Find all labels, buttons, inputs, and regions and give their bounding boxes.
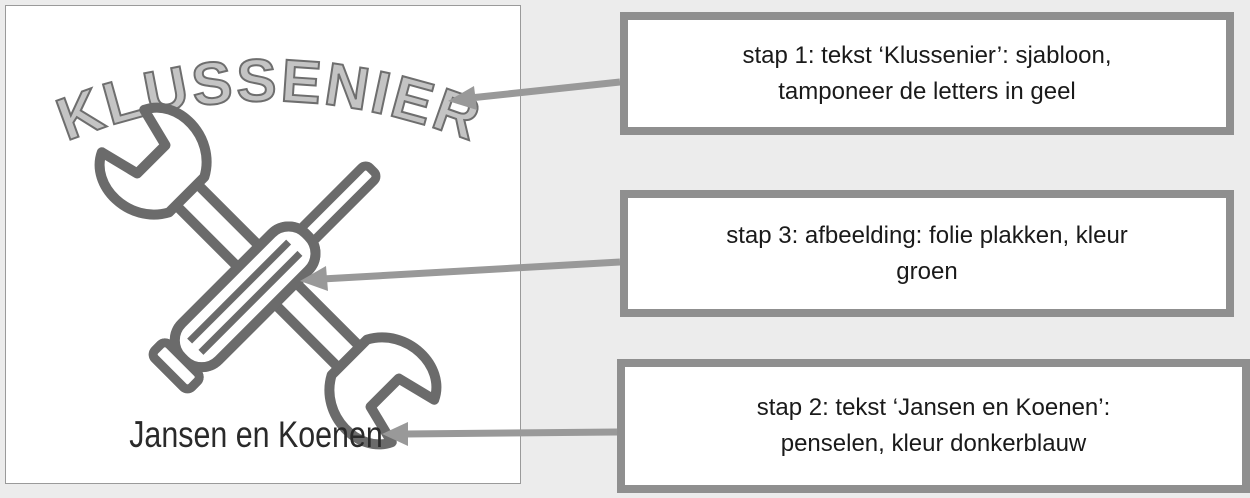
- logo-panel: KLUSSENIER Jansen en Koenen: [5, 5, 521, 484]
- callout-text-line: stap 3: afbeelding: folie plakken, kleur: [726, 221, 1128, 249]
- logo-graphic: KLUSSENIER Jansen en Koenen: [47, 46, 489, 456]
- callout-step-2: stap 2: tekst ‘Jansen en Koenen’: pensel…: [617, 359, 1250, 493]
- callout-step-1: stap 1: tekst ‘Klussenier’: sjabloon, ta…: [620, 12, 1234, 135]
- callout-text-line: stap 1: tekst ‘Klussenier’: sjabloon,: [742, 41, 1112, 69]
- arrow-step-3: [300, 258, 621, 291]
- callout-text-line: penselen, kleur donkerblauw: [780, 430, 1087, 457]
- callout-text-line: stap 2: tekst ‘Jansen en Koenen’:: [756, 394, 1111, 421]
- arrow-step-1: [448, 78, 621, 110]
- callout-text-line: tamponeer de letters in geel: [778, 77, 1076, 105]
- callout-text-line: groen: [896, 257, 958, 285]
- logo-subtitle-text: Jansen en Koenen: [129, 414, 383, 455]
- callout-step-3: stap 3: afbeelding: folie plakken, kleur…: [620, 190, 1234, 317]
- arrow-step-2: [382, 422, 618, 446]
